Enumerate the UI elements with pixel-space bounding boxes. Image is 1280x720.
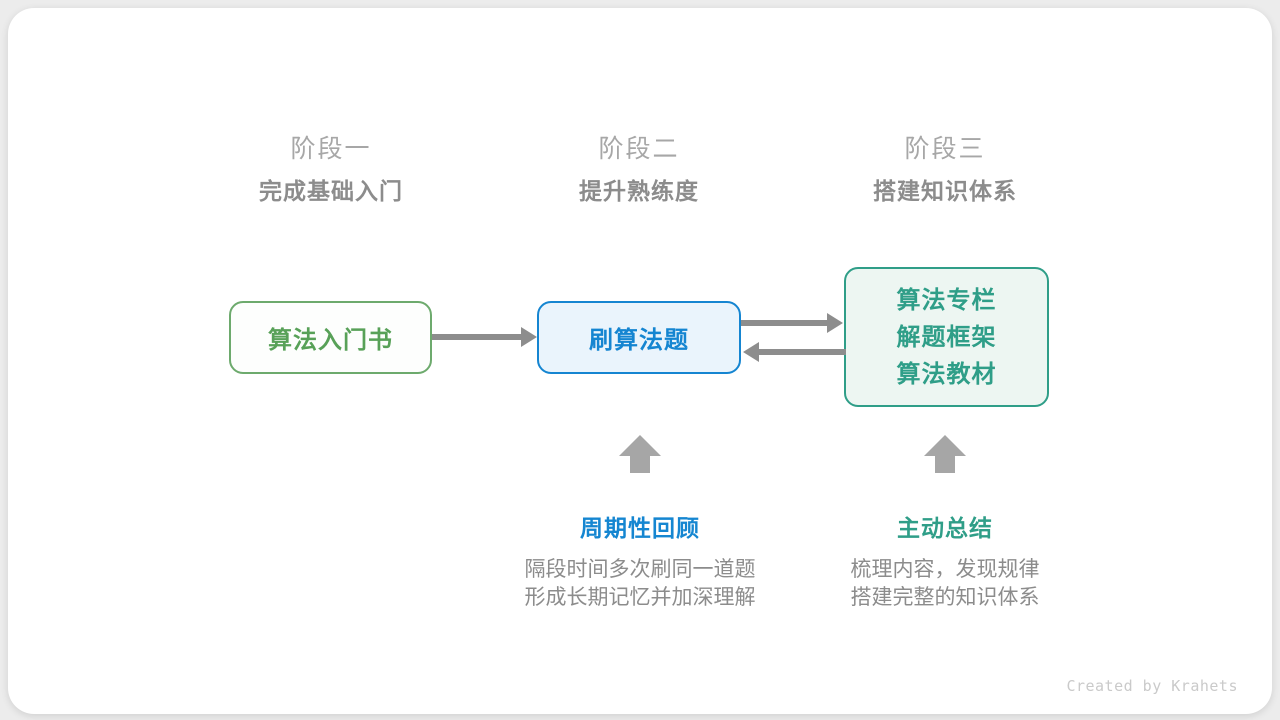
annotation-review-desc-line-2: 形成长期记忆并加深理解 bbox=[524, 586, 756, 609]
annotation-review-desc: 隔段时间多次刷同一道题 形成长期记忆并加深理解 bbox=[480, 556, 800, 612]
credit-text: Created by Krahets bbox=[1066, 677, 1238, 695]
arrow-right-icon bbox=[432, 327, 537, 347]
arrow-head bbox=[743, 342, 759, 362]
annotation-summary-desc-line-1: 梳理内容，发现规律 bbox=[850, 558, 1040, 581]
annotation-review-desc-line-1: 隔段时间多次刷同一道题 bbox=[524, 558, 756, 581]
arrow-up-head bbox=[924, 435, 966, 456]
node-resources-line-1: 算法专栏 bbox=[896, 286, 997, 314]
arrow-shaft bbox=[432, 334, 523, 340]
node-resources-line-2: 解题框架 bbox=[896, 323, 997, 351]
annotation-summary-desc: 梳理内容，发现规律 搭建完整的知识体系 bbox=[785, 556, 1105, 612]
arrow-shaft bbox=[757, 349, 846, 355]
node-practice: 刷算法题 bbox=[537, 301, 741, 374]
arrow-up-icon bbox=[619, 435, 661, 473]
node-resources-line-3: 算法教材 bbox=[896, 360, 997, 388]
arrow-up-stem bbox=[630, 456, 650, 473]
stage-2-label: 阶段二 bbox=[598, 135, 680, 163]
node-practice-label: 刷算法题 bbox=[589, 327, 689, 354]
arrow-left-icon bbox=[743, 342, 846, 362]
arrow-head bbox=[521, 327, 537, 347]
annotation-summary-desc-line-2: 搭建完整的知识体系 bbox=[850, 586, 1040, 609]
arrow-head bbox=[827, 313, 843, 333]
arrow-shaft bbox=[741, 320, 829, 326]
node-intro-book-label: 算法入门书 bbox=[268, 327, 393, 354]
stage-1-label: 阶段一 bbox=[290, 135, 372, 163]
stage-2-subtitle: 提升熟练度 bbox=[579, 178, 699, 204]
annotation-review-title: 周期性回顾 bbox=[580, 515, 700, 541]
stage-3-subtitle: 搭建知识体系 bbox=[873, 178, 1017, 204]
diagram-card: 阶段一 完成基础入门 阶段二 提升熟练度 阶段三 搭建知识体系 算法入门书 刷算… bbox=[8, 8, 1272, 714]
annotation-summary-title: 主动总结 bbox=[897, 515, 993, 541]
arrow-right-icon bbox=[741, 313, 843, 333]
arrow-up-icon bbox=[924, 435, 966, 473]
arrow-up-stem bbox=[935, 456, 955, 473]
stage-3-label: 阶段三 bbox=[904, 135, 986, 163]
node-resources: 算法专栏 解题框架 算法教材 bbox=[844, 267, 1049, 407]
stage-1-subtitle: 完成基础入门 bbox=[259, 178, 403, 204]
arrow-up-head bbox=[619, 435, 661, 456]
node-intro-book: 算法入门书 bbox=[229, 301, 432, 374]
